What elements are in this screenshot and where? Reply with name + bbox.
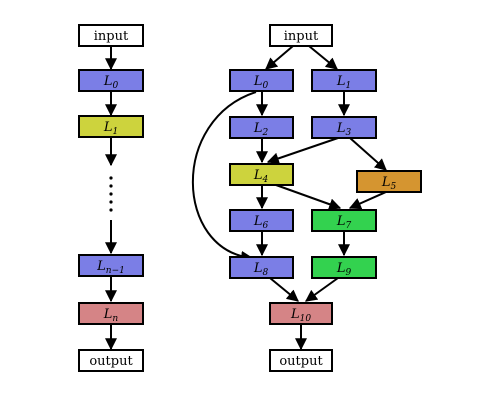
left-output-label: output: [89, 354, 133, 369]
edge-right-input-to-l1: [308, 45, 338, 70]
right-l0-label: L0: [253, 74, 269, 91]
left-ln-node: Ln: [78, 302, 144, 325]
right-l5-node: L5: [356, 170, 422, 193]
edge-right-l9-to-l10: [305, 277, 339, 302]
edge-right-l3-to-l5: [349, 137, 387, 171]
right-l5-label: L5: [381, 175, 397, 192]
right-l8-box: [229, 256, 294, 279]
edge-right-input-to-l0: [265, 45, 294, 70]
right-l7-label: L7: [336, 214, 352, 231]
right-l9-box: [311, 256, 377, 279]
right-l10-box: [269, 302, 333, 325]
right-l2-label: L2: [253, 121, 269, 138]
right-l3-label: L3: [336, 121, 352, 138]
right-l4-label: L4: [253, 168, 269, 185]
left-input-label: input: [94, 29, 129, 44]
left-l0-box: [78, 69, 144, 92]
left-l0-label: L0: [103, 74, 119, 91]
right-l0-box: [229, 69, 294, 92]
right-l8-node: L8: [229, 256, 294, 279]
edge-right-l8-to-l10: [269, 277, 299, 302]
right-l2-box: [229, 116, 294, 139]
left-output-node: output: [78, 349, 144, 372]
left-ln1-box: [78, 254, 144, 277]
right-graph-edges: [191, 45, 387, 351]
left-ln-label: Ln: [103, 307, 119, 324]
right-l8-label: L8: [253, 261, 269, 278]
edge-right-l4-to-l7: [275, 184, 342, 210]
edge-right-l0-to-l8-skip: [191, 91, 257, 263]
right-l1-box: [311, 69, 377, 92]
left-ln1-node: Ln−1: [78, 254, 144, 277]
right-l7-box: [311, 209, 377, 232]
left-ln-box: [78, 302, 144, 325]
right-l4-node: L4: [229, 163, 294, 186]
left-l1-label: L1: [103, 120, 118, 137]
left-l1-node: L1: [78, 115, 144, 138]
ellipsis-dots: [109, 176, 113, 212]
right-l10-label: L10: [290, 307, 311, 324]
right-l7-node: L7: [311, 209, 377, 232]
edge-right-l5-to-l7: [348, 191, 387, 210]
right-l10-node: L10: [269, 302, 333, 325]
right-l6-box: [229, 209, 294, 232]
right-l5-box: [356, 170, 422, 193]
right-output-node: output: [269, 349, 333, 372]
right-input-node: input: [269, 24, 333, 47]
left-input-box: [78, 24, 144, 47]
right-l6-node: L6: [229, 209, 294, 232]
right-l3-node: L3: [311, 116, 377, 139]
right-l1-node: L1: [311, 69, 377, 92]
right-l1-label: L1: [336, 74, 351, 91]
left-l1-box: [78, 115, 144, 138]
right-output-box: [269, 349, 333, 372]
left-input-node: input: [78, 24, 144, 47]
left-ln1-label: Ln−1: [96, 259, 125, 276]
right-output-label: output: [279, 354, 323, 369]
right-l0-node: L0: [229, 69, 294, 92]
edge-right-l3-to-l4: [266, 137, 339, 165]
right-l9-label: L9: [336, 261, 352, 278]
right-l6-label: L6: [253, 214, 269, 231]
right-l2-node: L2: [229, 116, 294, 139]
right-input-box: [269, 24, 333, 47]
right-l3-box: [311, 116, 377, 139]
left-l0-node: L0: [78, 69, 144, 92]
left-output-box: [78, 349, 144, 372]
right-l4-box: [229, 163, 294, 186]
right-input-label: input: [284, 29, 319, 44]
right-l9-node: L9: [311, 256, 377, 279]
